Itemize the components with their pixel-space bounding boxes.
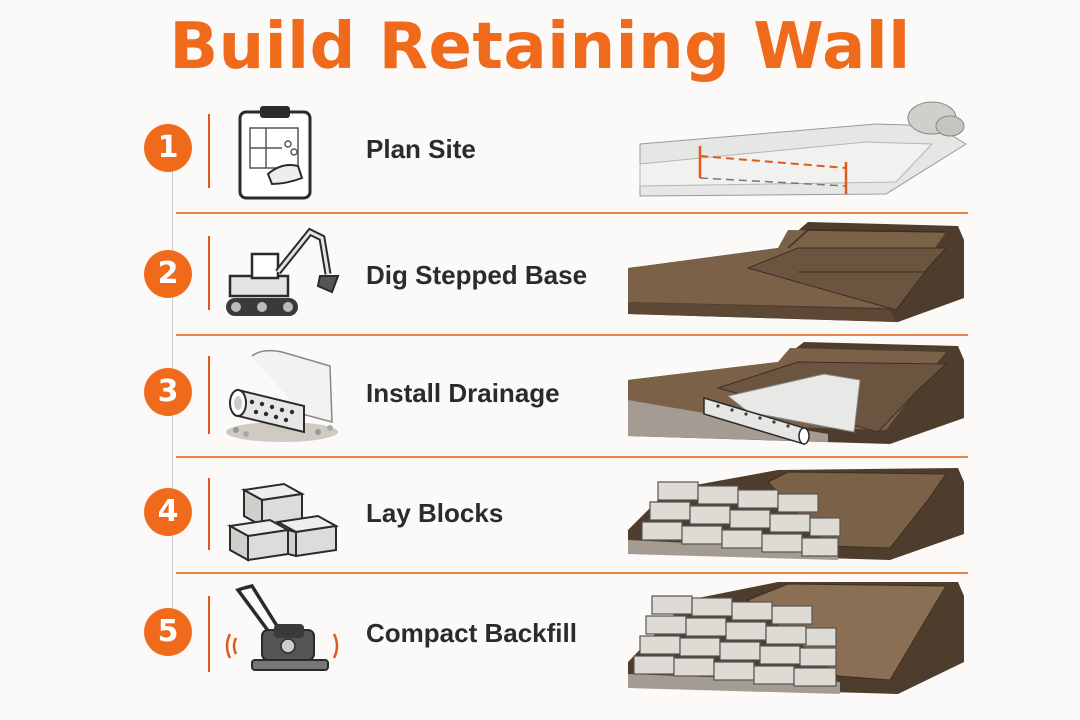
step-tick (208, 596, 210, 672)
site-plan-scene (639, 101, 967, 197)
lay-blocks-scene (628, 468, 964, 560)
step-2: 2 Dig Stepped Base (0, 214, 1080, 334)
step-divider (176, 572, 968, 574)
compact-backfill-scene (628, 582, 964, 694)
step-divider (176, 334, 968, 336)
step-label: Compact Backfill (366, 618, 577, 648)
step-1: 1 Plan Site (0, 100, 1080, 212)
step-badge: 4 (144, 488, 192, 536)
plate-compactor-icon (225, 583, 339, 671)
clipboard-icon (238, 106, 312, 200)
step-tick (208, 114, 210, 188)
step-label: Dig Stepped Base (366, 260, 588, 290)
step-tick (208, 478, 210, 550)
step-label: Lay Blocks (366, 498, 504, 528)
page-title: Build Retaining Wall (169, 10, 911, 84)
step-5: 5 Compact Backfill (0, 574, 1080, 714)
blocks-icon (226, 482, 340, 562)
step-badge: 2 (144, 250, 192, 298)
step-3: 3 Install Drainage (0, 336, 1080, 456)
step-tick (208, 356, 210, 434)
drain-pipe-icon (226, 349, 338, 442)
step-divider (176, 212, 968, 214)
step-tick (208, 236, 210, 310)
stepped-base-scene (628, 222, 964, 322)
step-divider (176, 456, 968, 458)
drainage-scene (628, 342, 964, 446)
step-4: 4 Lay Blocks (0, 458, 1080, 572)
step-label: Install Drainage (366, 378, 560, 408)
step-badge: 3 (144, 368, 192, 416)
step-badge: 5 (144, 608, 192, 656)
step-badge: 1 (144, 124, 192, 172)
excavator-icon (226, 227, 340, 316)
step-label: Plan Site (366, 134, 476, 164)
